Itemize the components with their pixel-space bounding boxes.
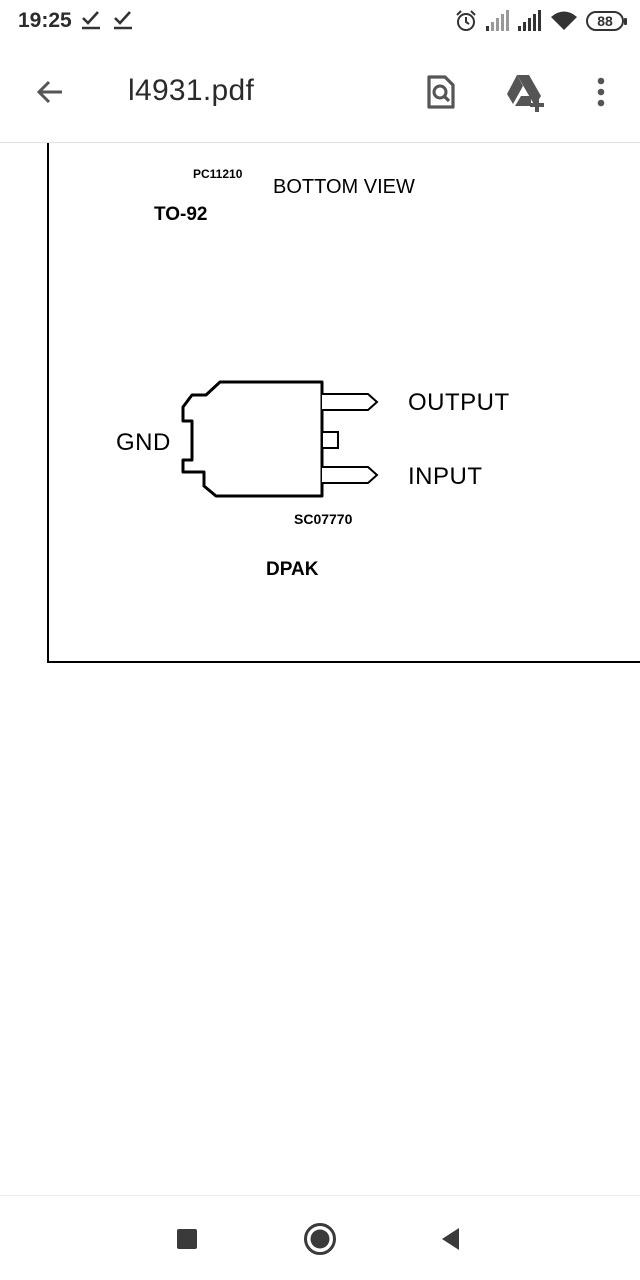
status-time: 19:25 bbox=[18, 9, 72, 32]
input-pin-label: INPUT bbox=[408, 463, 483, 490]
signal-icon bbox=[518, 10, 541, 31]
home-button[interactable] bbox=[295, 1214, 345, 1264]
output-pin-label: OUTPUT bbox=[408, 389, 510, 416]
more-vert-icon bbox=[597, 77, 605, 107]
recents-square-icon bbox=[177, 1229, 197, 1249]
add-to-drive-icon bbox=[507, 75, 544, 112]
back-arrow-icon bbox=[36, 80, 62, 104]
back-nav-button[interactable] bbox=[425, 1214, 475, 1264]
system-navigation-bar bbox=[0, 1195, 640, 1280]
check-icon bbox=[82, 11, 100, 30]
page-border bbox=[47, 143, 640, 663]
document-title: l4931.pdf bbox=[128, 74, 255, 107]
status-icons: 88 bbox=[454, 8, 627, 34]
app-bar: l4931.pdf bbox=[0, 44, 640, 143]
more-options-button[interactable] bbox=[577, 68, 625, 116]
back-button[interactable] bbox=[26, 68, 74, 116]
find-in-document-icon bbox=[427, 75, 455, 109]
back-triangle-icon bbox=[442, 1228, 459, 1250]
gnd-pin-label: GND bbox=[116, 429, 171, 456]
to92-figure-code: PC11210 bbox=[193, 167, 243, 181]
wifi-icon bbox=[551, 11, 577, 30]
to92-package-label: TO-92 bbox=[154, 204, 208, 225]
status-bar: 19:25 bbox=[0, 0, 640, 44]
pdf-page-viewer[interactable]: PC11210 BOTTOM VIEW TO-92 GND OUTPUT INP… bbox=[0, 143, 640, 1195]
bottom-view-label: BOTTOM VIEW bbox=[273, 176, 415, 198]
dpak-package-label: DPAK bbox=[266, 559, 319, 580]
dpak-package-drawing bbox=[181, 380, 379, 498]
find-in-document-button[interactable] bbox=[417, 68, 465, 116]
recents-button[interactable] bbox=[162, 1214, 212, 1264]
check-icon bbox=[114, 11, 132, 30]
dpak-figure-code: SC07770 bbox=[294, 511, 353, 527]
add-to-drive-button[interactable] bbox=[502, 68, 550, 116]
battery-icon: 88 bbox=[586, 11, 627, 31]
signal-icon bbox=[486, 10, 509, 31]
home-circle-icon bbox=[304, 1223, 336, 1255]
alarm-icon bbox=[456, 10, 476, 31]
